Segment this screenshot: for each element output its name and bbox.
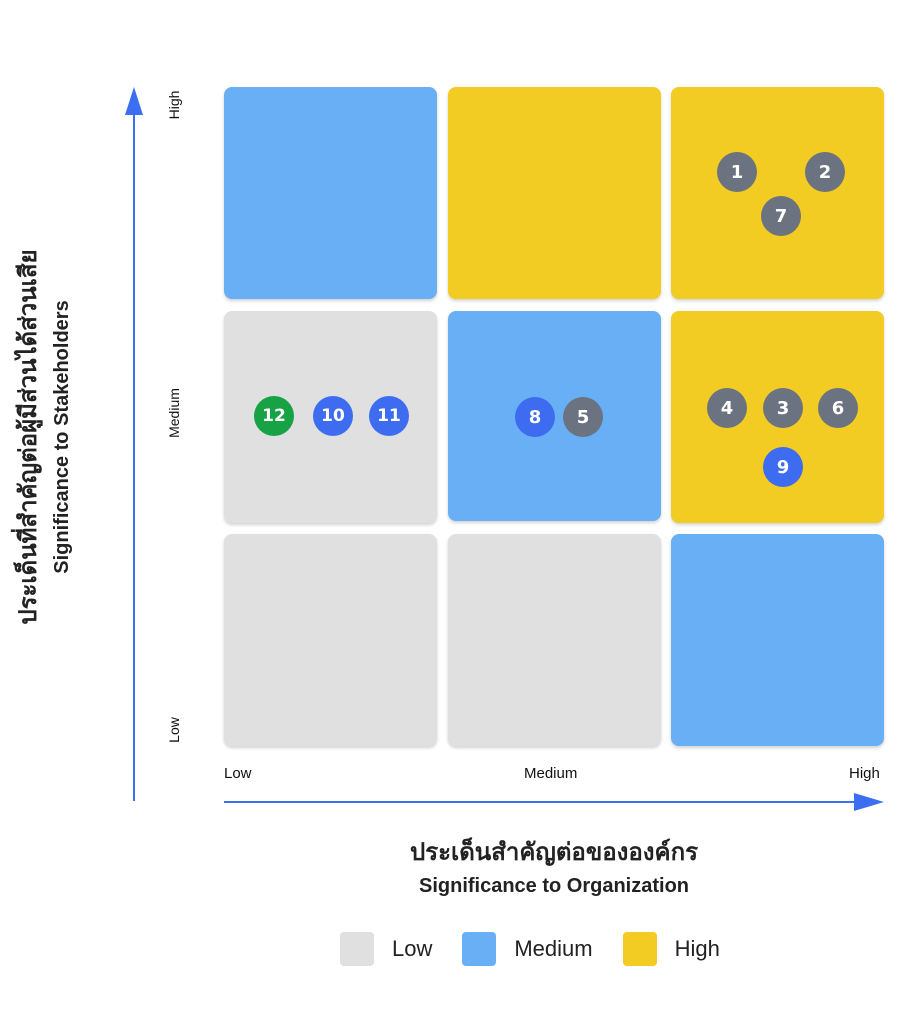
issue-marker-8: 8 bbox=[515, 397, 555, 437]
y-axis-title: ประเด็นที่สำคัญต่อผู้มีส่วนได้ส่วนเสีย S… bbox=[12, 249, 78, 624]
legend-label-high: High bbox=[674, 936, 720, 961]
cell-low-stakeholder-low-organization bbox=[224, 534, 437, 746]
cell-low-stakeholder-high-organization bbox=[671, 534, 884, 746]
cell-low-stakeholder-medium-organization bbox=[448, 534, 661, 746]
issue-marker-5: 5 bbox=[563, 397, 603, 437]
issue-marker-6: 6 bbox=[818, 388, 858, 428]
legend-swatch-high bbox=[622, 932, 657, 966]
y-tick-high: High bbox=[166, 90, 182, 120]
legend-swatch-medium bbox=[462, 932, 497, 966]
cell-high-stakeholder-medium-organization bbox=[448, 87, 661, 299]
y-tick-medium: Medium bbox=[166, 388, 182, 438]
x-tick-low: Low bbox=[224, 765, 252, 782]
x-axis-title-en: Significance to Organization bbox=[418, 875, 690, 897]
issue-marker-9: 9 bbox=[763, 447, 803, 487]
legend-swatch-low bbox=[340, 932, 374, 966]
issue-marker-2: 2 bbox=[805, 152, 845, 192]
legend-label-low: Low bbox=[392, 936, 433, 961]
issue-marker-10: 10 bbox=[313, 396, 353, 436]
y-axis-title-en: Significance to Stakeholders bbox=[51, 300, 73, 574]
y-tick-low: Low bbox=[166, 717, 182, 743]
legend-label-medium: Medium bbox=[514, 936, 593, 961]
issue-marker-3: 3 bbox=[763, 388, 803, 428]
y-axis-arrow bbox=[125, 87, 143, 801]
issue-marker-11: 11 bbox=[369, 396, 409, 436]
x-tick-high: High bbox=[849, 765, 880, 782]
x-axis-arrow bbox=[224, 793, 884, 811]
legend: Low Medium High bbox=[340, 932, 750, 966]
x-tick-medium: Medium bbox=[524, 765, 578, 782]
issue-marker-1: 1 bbox=[717, 152, 757, 192]
y-axis-title-th: ประเด็นที่สำคัญต่อผู้มีส่วนได้ส่วนเสีย bbox=[15, 249, 42, 625]
issue-marker-7: 7 bbox=[761, 196, 801, 236]
issue-marker-12: 12 bbox=[254, 396, 294, 436]
issue-marker-4: 4 bbox=[707, 388, 747, 428]
x-axis-title-th: ประเด็นสำคัญต่อขององค์กร bbox=[410, 839, 698, 866]
cell-high-stakeholder-low-organization bbox=[224, 87, 437, 299]
x-axis-title: ประเด็นสำคัญต่อขององค์กร Significance to… bbox=[410, 836, 698, 902]
cell-high-stakeholder-high-organization bbox=[671, 87, 884, 299]
